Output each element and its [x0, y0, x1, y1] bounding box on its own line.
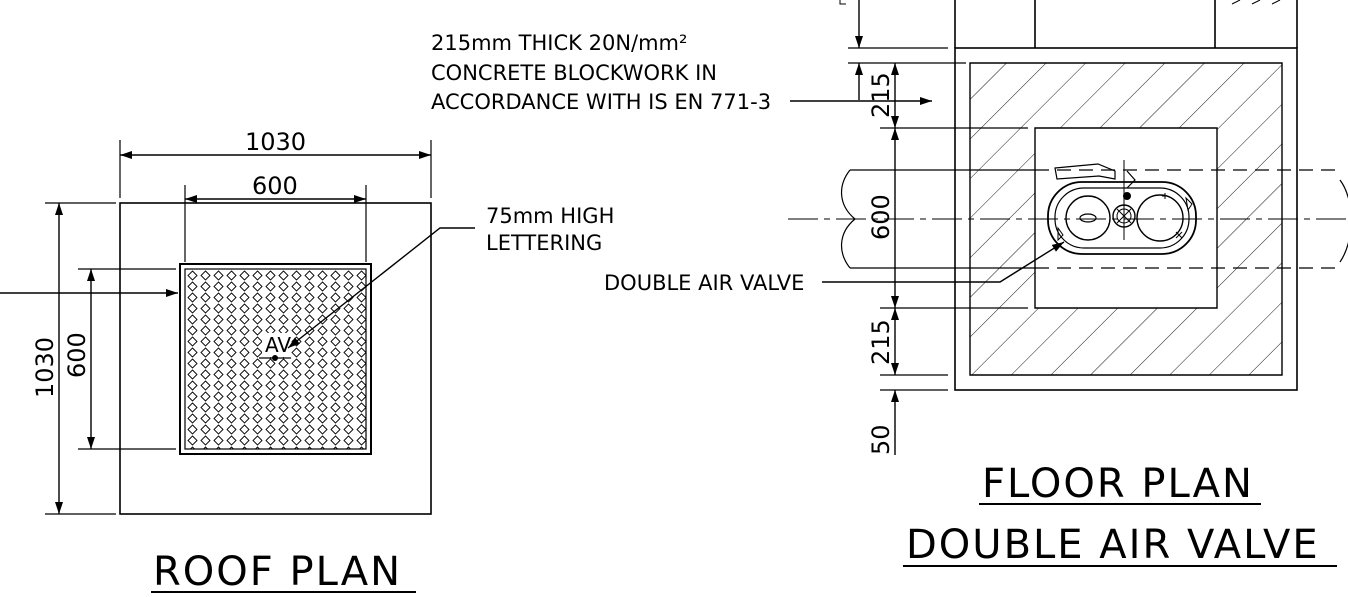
- valve-leader: [822, 241, 1065, 283]
- roof-plan-title: ROOF PLAN: [153, 549, 402, 595]
- roof-slab-outline: [119, 202, 432, 515]
- dim-inner-h-label: 600: [252, 172, 298, 200]
- blockwork-note-line3: ACCORDANCE WITH IS EN 771-3: [431, 90, 771, 114]
- dim-outer-v-label: 1030: [31, 337, 59, 398]
- lettering-note-line1: 75mm HIGH: [486, 204, 614, 228]
- blockwork-note-line1: 215mm THICK 20N/mm²: [431, 31, 687, 55]
- lettering-leader: [287, 227, 475, 349]
- cover-marking-text: AV: [265, 333, 291, 357]
- dim-opening-label: 600: [867, 194, 895, 240]
- dim-outer-h-label: 1030: [245, 128, 306, 156]
- floor-plan-title: FLOOR PLAN: [982, 461, 1254, 507]
- cover-center-dot: [272, 355, 278, 361]
- valve-note: DOUBLE AIR VALVE: [604, 271, 804, 295]
- dim-wall-top-label: 215: [867, 72, 895, 118]
- roof-plan: AV 1030 600 1030 600 75mm HIGH LETTERING…: [0, 128, 614, 595]
- lettering-note-line2: LETTERING: [486, 231, 602, 255]
- floor-plan: DOUBLE AIR VALVE 215mm THICK 20N/mm² CON…: [431, 0, 1348, 568]
- pipe: [788, 169, 1348, 269]
- dim-wall-bottom-label: 215: [867, 319, 895, 365]
- blockwork-note-line2: CONCRETE BLOCKWORK IN: [431, 61, 717, 85]
- floor-plan-subtitle: DOUBLE AIR VALVE: [906, 522, 1320, 568]
- double-air-valve-symbol: [1047, 160, 1197, 255]
- access-cover-frame: [179, 263, 372, 455]
- dim-inner-v-label: 600: [63, 332, 91, 378]
- dim-base-label: 50: [867, 424, 895, 455]
